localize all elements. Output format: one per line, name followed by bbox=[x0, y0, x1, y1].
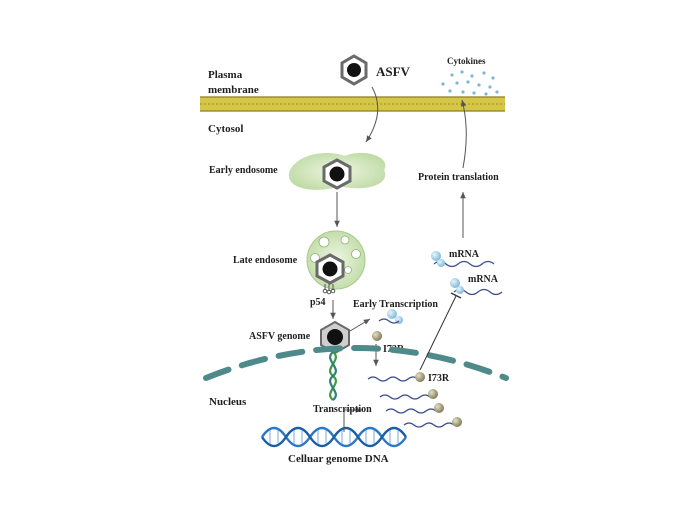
i73r-protein-icon bbox=[372, 331, 382, 341]
early-transcription-arrow bbox=[349, 318, 371, 332]
early-transcription-label: Early Transcription bbox=[353, 299, 438, 310]
entry-arrow bbox=[365, 86, 379, 143]
nuclear-envelope bbox=[203, 345, 509, 381]
secretion-arrow bbox=[460, 99, 467, 169]
asfv-label: ASFV bbox=[376, 64, 411, 79]
plasma-membrane-label-1: Plasma bbox=[208, 69, 243, 81]
early-transcript-ribosome-icon bbox=[378, 309, 403, 324]
asfv-genome-virion-icon bbox=[320, 320, 350, 355]
mrna-label-1: mRNA bbox=[449, 249, 480, 260]
asfv-genome-label: ASFV genome bbox=[249, 331, 311, 342]
cytokine-dots bbox=[441, 70, 499, 96]
inhibition-line bbox=[419, 295, 457, 371]
asfv-virion-icon bbox=[340, 54, 368, 86]
early-endosome-virion-icon bbox=[322, 158, 352, 190]
transcription-label: Transcription bbox=[313, 404, 372, 415]
asfv-genome-dna-icon bbox=[329, 351, 337, 401]
plasma-membrane-label-2: membrane bbox=[208, 84, 259, 96]
cytosol-label: Cytosol bbox=[208, 123, 243, 135]
mrna-label-2: mRNA bbox=[468, 274, 499, 285]
cytokines-label: Cytokines bbox=[447, 56, 486, 66]
transcription-arrow bbox=[343, 407, 362, 432]
i73r-bound-proteins bbox=[415, 372, 462, 427]
plasma-membrane bbox=[200, 96, 505, 112]
cellular-dna-helix-icon bbox=[261, 426, 407, 448]
i73r-bound-rna-group bbox=[367, 376, 455, 428]
inhibition-bar bbox=[450, 292, 462, 299]
nucleus-label: Nucleus bbox=[209, 396, 247, 408]
cellular-genome-dna-label: Celluar genome DNA bbox=[288, 453, 389, 465]
early-endosome-label: Early endosome bbox=[209, 165, 278, 176]
mrna-ribosome-icons bbox=[431, 251, 464, 294]
p54-protein-icon bbox=[322, 284, 336, 295]
late-endosome-virion-icon bbox=[315, 253, 345, 285]
i73r-label-bottom: I73R bbox=[428, 373, 450, 384]
late-endosome-label: Late endosome bbox=[233, 255, 298, 266]
protein-translation-label: Protein translation bbox=[418, 172, 499, 183]
p54-label: p54 bbox=[310, 297, 326, 308]
